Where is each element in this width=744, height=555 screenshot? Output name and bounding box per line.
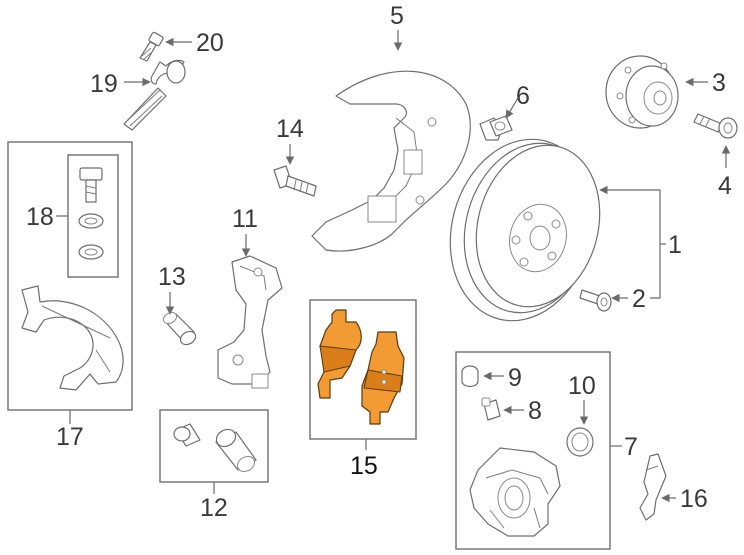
callout-11: 11: [232, 205, 258, 233]
part-18-bolt-kit[interactable]: [78, 167, 104, 260]
part-4-bolt[interactable]: [693, 113, 738, 139]
part-3-hub-bearing[interactable]: [605, 55, 679, 129]
leader-1-upper: [599, 185, 661, 244]
callout-6: 6: [516, 82, 530, 110]
callout-13: 13: [158, 263, 186, 291]
part-12-box: [159, 409, 269, 483]
callout-12: 12: [200, 494, 228, 522]
part-7-box: [455, 351, 611, 550]
part-10-piston-seal[interactable]: [566, 427, 594, 457]
part-15-box: [309, 299, 417, 440]
part-19-speed-sensor[interactable]: [123, 59, 186, 131]
part-17-splash-shield[interactable]: [21, 285, 124, 391]
callout-10: 10: [568, 372, 596, 400]
leader-6: [505, 97, 519, 119]
callout-16: 16: [680, 485, 708, 513]
part-14-bolt[interactable]: [273, 165, 317, 197]
callout-15: 15: [350, 452, 378, 480]
callout-5: 5: [390, 2, 404, 30]
part-13-guide-pin[interactable]: [161, 310, 197, 347]
callout-18: 18: [26, 203, 54, 231]
part-20-bolt[interactable]: [139, 31, 164, 62]
leader-1-lower: [650, 244, 661, 299]
part-9-bleeder-cap[interactable]: [461, 365, 479, 388]
callout-4: 4: [718, 172, 732, 200]
part-2-bolt[interactable]: [579, 289, 612, 312]
callout-14: 14: [276, 115, 304, 143]
callout-3: 3: [712, 69, 726, 97]
part-7-caliper[interactable]: [469, 447, 561, 537]
callout-19: 19: [90, 70, 118, 98]
callout-7: 7: [624, 433, 638, 461]
callout-1: 1: [668, 231, 682, 259]
callout-17: 17: [56, 423, 84, 451]
callout-20: 20: [196, 29, 224, 57]
part-6-bolt[interactable]: [479, 115, 513, 141]
part-11-caliper-bracket[interactable]: [217, 255, 283, 389]
callout-2: 2: [632, 285, 646, 313]
part-5-dust-shield[interactable]: [311, 70, 471, 252]
part-1-brake-rotor[interactable]: [431, 123, 618, 337]
callout-9: 9: [508, 364, 522, 392]
part-15-brake-pads[interactable]: [317, 309, 405, 425]
part-16-spring-clip[interactable]: [639, 453, 667, 521]
part-12-pin-kit[interactable]: [173, 423, 257, 475]
callout-8: 8: [528, 397, 542, 425]
part-8-bleeder-screw[interactable]: [481, 397, 501, 421]
